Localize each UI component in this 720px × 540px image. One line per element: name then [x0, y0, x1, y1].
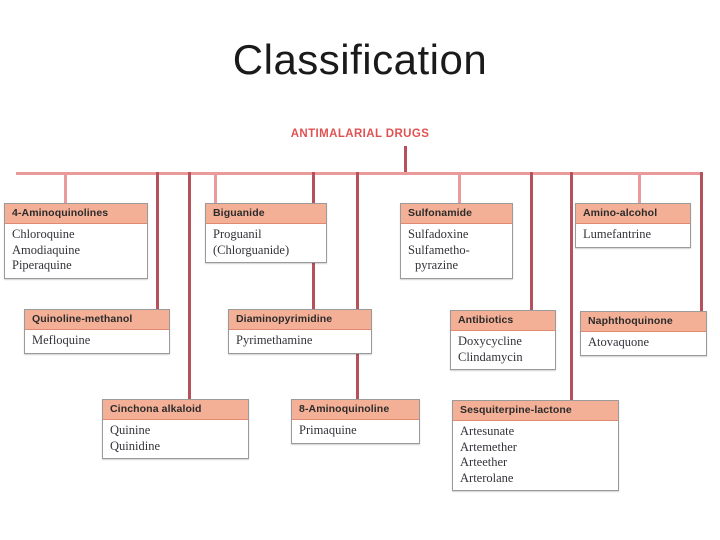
- node-item: Clindamycin: [458, 349, 523, 364]
- node-header: 4-Aminoquinolines: [5, 204, 147, 224]
- connector-drop-amino-alcohol: [638, 172, 641, 204]
- node-quinoline-methanol[interactable]: Quinoline-methanol Mefloquine: [24, 309, 170, 354]
- connector-main-bus: [16, 172, 702, 175]
- node-item: Arterolane: [460, 470, 514, 485]
- node-item: Doxycycline: [458, 334, 522, 348]
- node-header: Sulfonamide: [401, 204, 512, 224]
- node-item: Sulfadoxine: [408, 227, 469, 241]
- node-item: (Chlorguanide): [213, 242, 290, 257]
- node-aminoquinoline-8[interactable]: 8-Aminoquinoline Primaquine: [291, 399, 420, 444]
- node-body: Proguanil (Chlorguanide): [206, 224, 326, 262]
- connector-drop-quinoline-methanol: [156, 172, 159, 310]
- node-item: Mefloquine: [32, 333, 91, 347]
- connector-drop-antibiotics: [530, 172, 533, 311]
- connector-drop-aminoquinolines-4: [64, 172, 67, 204]
- connector-drop-sesquiterpine-lactone: [570, 172, 573, 400]
- connector-drop-aminoquinoline-8: [356, 172, 359, 399]
- node-sulfonamide[interactable]: Sulfonamide Sulfadoxine Sulfametho- pyra…: [400, 203, 513, 279]
- node-item: Sulfametho-: [408, 242, 470, 257]
- node-header: Cinchona alkaloid: [103, 400, 248, 420]
- node-body: Lumefantrine: [576, 224, 690, 247]
- node-body: Artesunate Artemether Arteether Arterola…: [453, 421, 618, 490]
- node-body: Quinine Quinidine: [103, 420, 248, 458]
- node-header: Quinoline-methanol: [25, 310, 169, 330]
- node-body: Mefloquine: [25, 330, 169, 353]
- connector-drop-cinchona-alkaloid: [188, 172, 191, 399]
- connector-drop-naphthoquinone: [700, 172, 703, 312]
- node-item: Piperaquine: [12, 258, 72, 272]
- page-title: Classification: [232, 36, 488, 83]
- connector-root-stem: [404, 146, 407, 174]
- node-biguanide[interactable]: Biguanide Proguanil (Chlorguanide): [205, 203, 327, 263]
- node-body: Doxycycline Clindamycin: [451, 331, 555, 369]
- node-header: Amino-alcohol: [576, 204, 690, 224]
- node-amino-alcohol[interactable]: Amino-alcohol Lumefantrine: [575, 203, 691, 248]
- node-body: Sulfadoxine Sulfametho- pyrazine: [401, 224, 512, 278]
- node-body: Chloroquine Amodiaquine Piperaquine: [5, 224, 147, 278]
- node-body: Atovaquone: [581, 332, 706, 355]
- node-item: Atovaquone: [588, 335, 650, 349]
- node-sesquiterpine-lactone[interactable]: Sesquiterpine-lactone Artesunate Artemet…: [452, 400, 619, 491]
- node-item: Quinine: [110, 423, 151, 437]
- node-body: Primaquine: [292, 420, 419, 443]
- node-header: Sesquiterpine-lactone: [453, 401, 618, 421]
- node-item: Artesunate: [460, 424, 515, 438]
- node-aminoquinolines-4[interactable]: 4-Aminoquinolines Chloroquine Amodiaquin…: [4, 203, 148, 279]
- node-diaminopyrimidine[interactable]: Diaminopyrimidine Pyrimethamine: [228, 309, 372, 354]
- node-header: Naphthoquinone: [581, 312, 706, 332]
- node-item: Artemether: [460, 439, 517, 454]
- root-node-label: ANTIMALARIAL DRUGS: [290, 128, 430, 140]
- node-item: Pyrimethamine: [236, 333, 313, 347]
- connector-drop-biguanide: [214, 172, 217, 204]
- node-cinchona-alkaloid[interactable]: Cinchona alkaloid Quinine Quinidine: [102, 399, 249, 459]
- node-item: Amodiaquine: [12, 242, 81, 257]
- node-body: Pyrimethamine: [229, 330, 371, 353]
- node-header: 8-Aminoquinoline: [292, 400, 419, 420]
- node-item: pyrazine: [415, 258, 459, 272]
- connector-drop-sulfonamide: [458, 172, 461, 204]
- node-naphthoquinone[interactable]: Naphthoquinone Atovaquone: [580, 311, 707, 356]
- node-item: Quinidine: [110, 438, 160, 453]
- node-item: Chloroquine: [12, 227, 75, 241]
- node-antibiotics[interactable]: Antibiotics Doxycycline Clindamycin: [450, 310, 556, 370]
- node-header: Antibiotics: [451, 311, 555, 331]
- node-item: Arteether: [460, 455, 508, 469]
- node-item: Primaquine: [299, 423, 357, 437]
- node-header: Diaminopyrimidine: [229, 310, 371, 330]
- node-item: Proguanil: [213, 227, 262, 241]
- node-header: Biguanide: [206, 204, 326, 224]
- node-item: Lumefantrine: [583, 227, 652, 241]
